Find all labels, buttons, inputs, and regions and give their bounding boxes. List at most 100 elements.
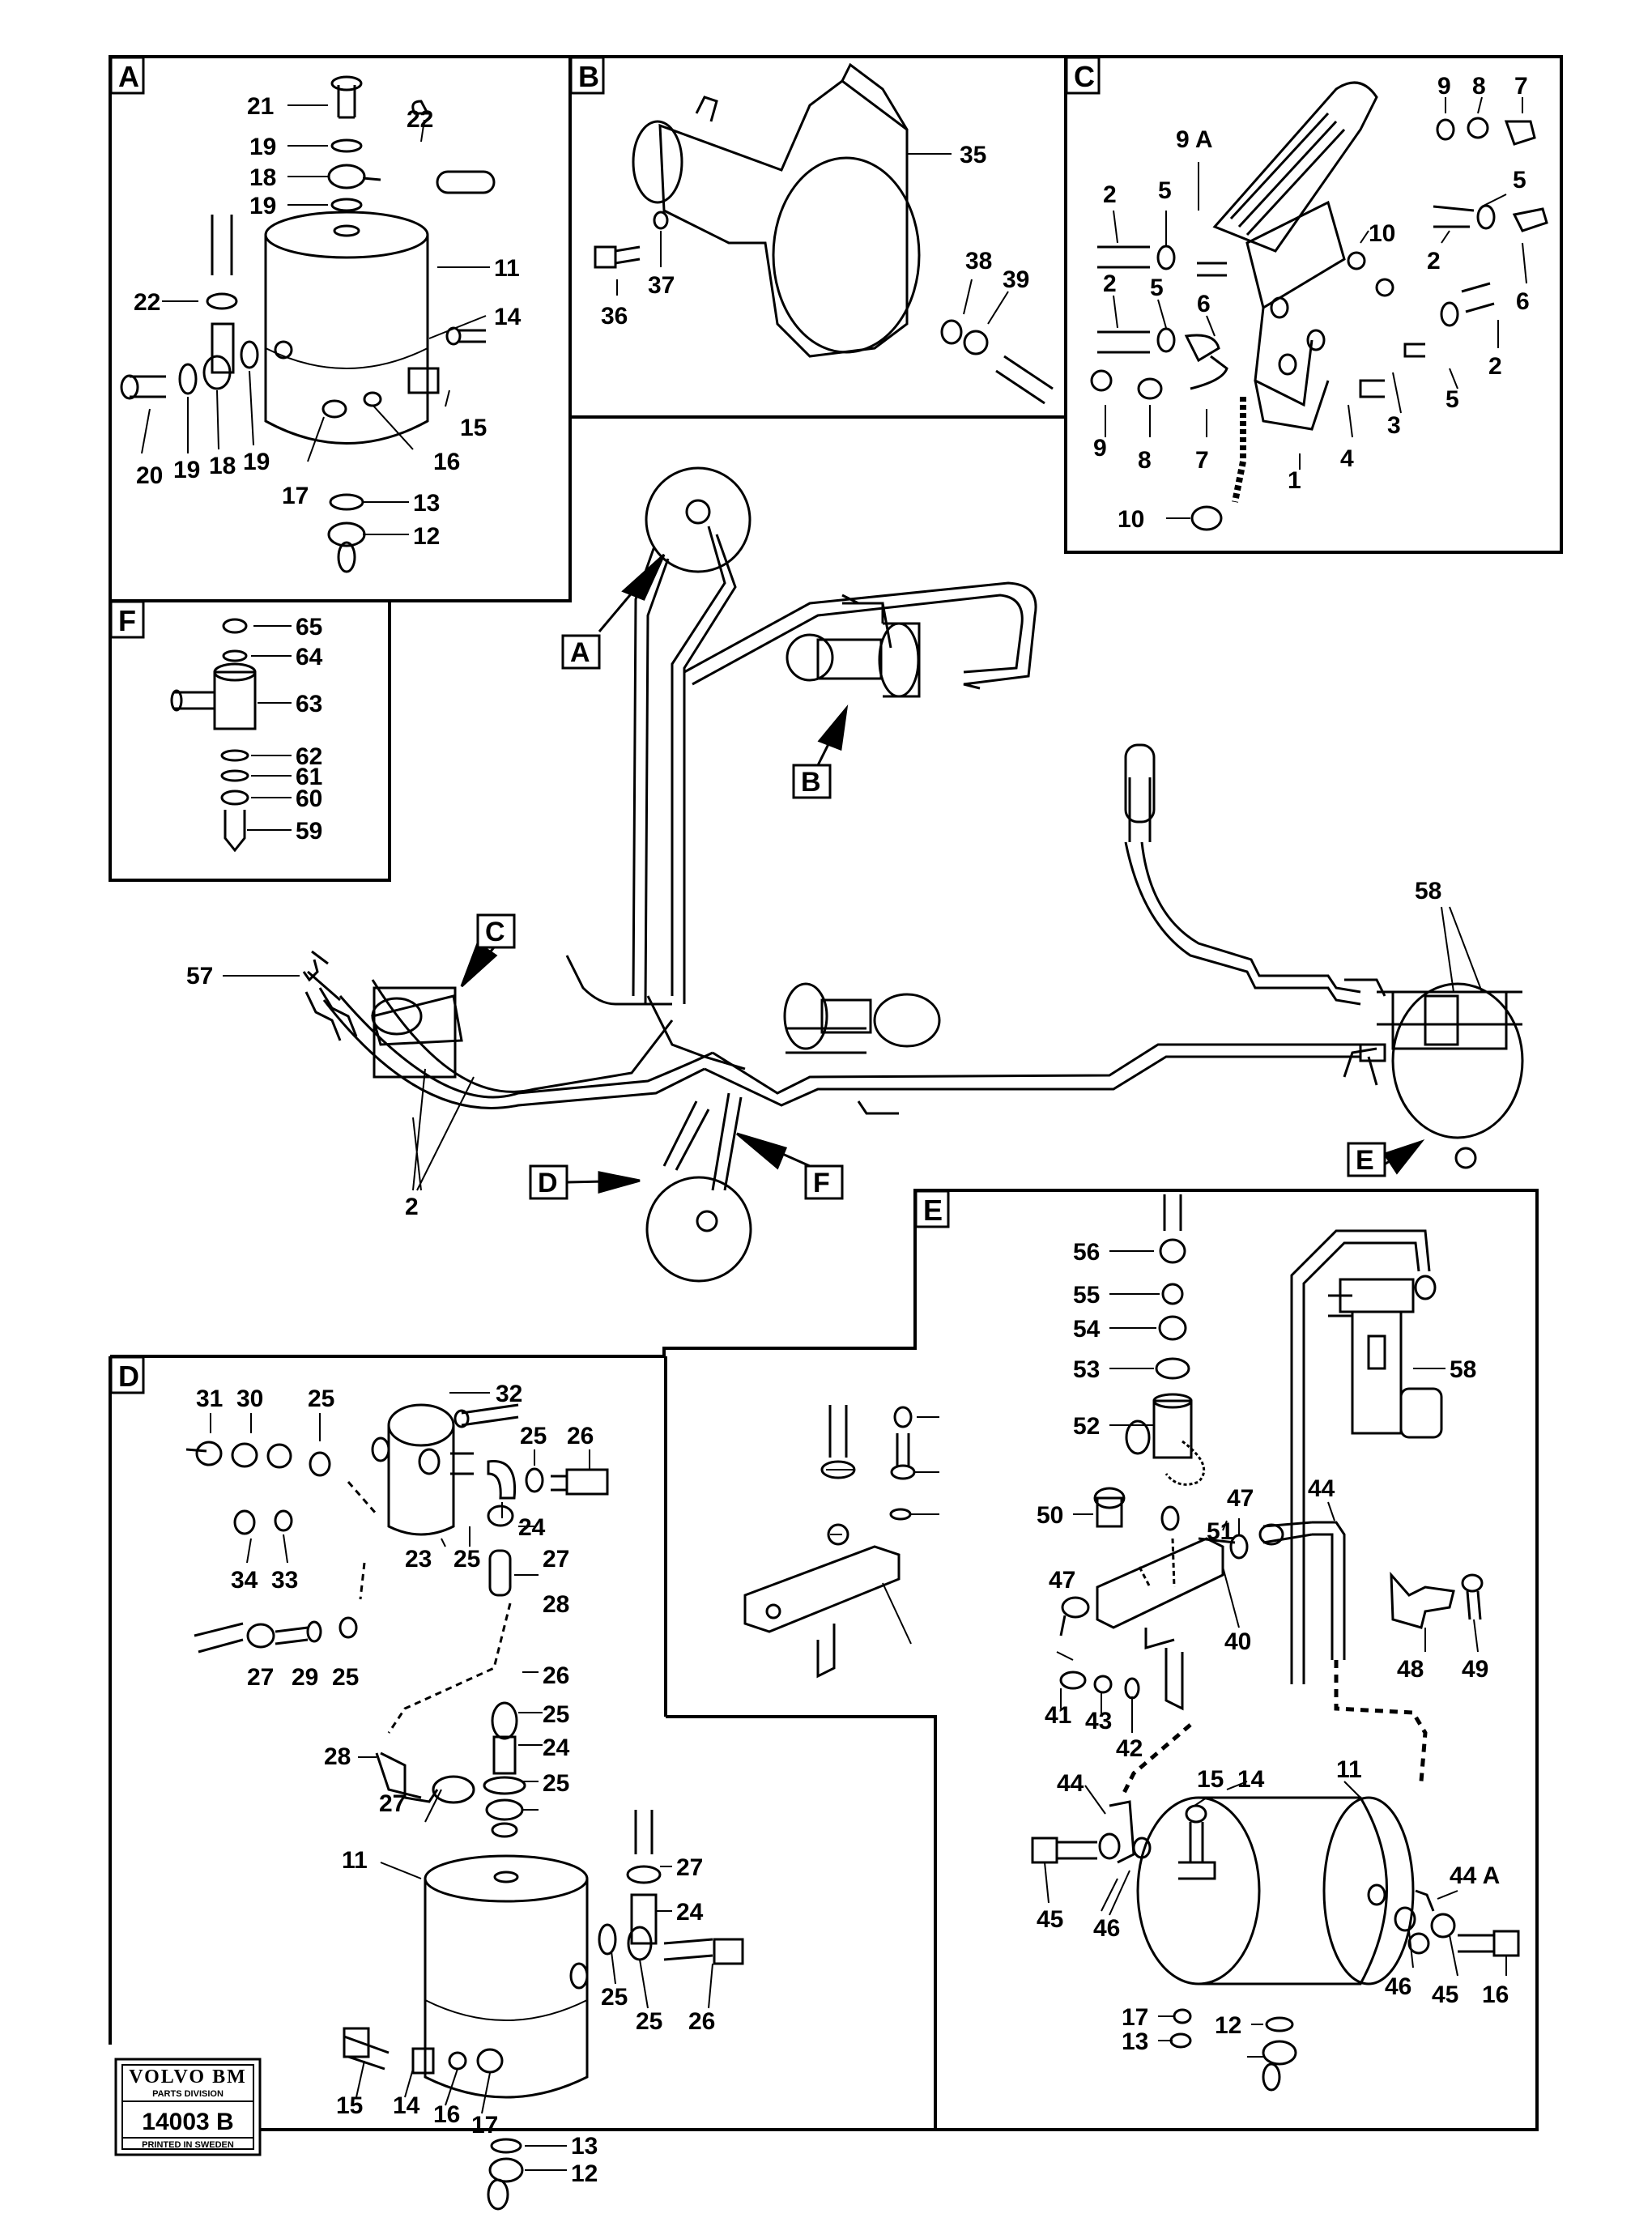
callout-e-43: 43 bbox=[1085, 1708, 1112, 1734]
panel-a-letter: A bbox=[118, 60, 139, 93]
callout-a-15: 15 bbox=[460, 415, 487, 441]
callout-d-29: 29 bbox=[292, 1664, 318, 1691]
callout-c-6a: 6 bbox=[1516, 288, 1530, 315]
panel-c: C bbox=[1064, 55, 1563, 554]
callout-a-12: 12 bbox=[413, 523, 440, 550]
overview-tank-top bbox=[645, 466, 751, 573]
callout-e-50: 50 bbox=[1037, 1502, 1063, 1529]
callout-e-53: 53 bbox=[1073, 1356, 1100, 1383]
callout-e-15: 15 bbox=[1197, 1766, 1224, 1793]
callout-e-16: 17 bbox=[1122, 2004, 1148, 2031]
callout-d-28b: 28 bbox=[324, 1743, 351, 1770]
callout-e-46b: 46 bbox=[1385, 1973, 1411, 2000]
callout-e-46a: 46 bbox=[1093, 1915, 1120, 1942]
panel-f: F bbox=[109, 599, 391, 882]
callout-c-1: 1 bbox=[1288, 467, 1301, 494]
callout-d-16: 16 bbox=[433, 2101, 460, 2128]
callout-c-4: 4 bbox=[1340, 445, 1354, 472]
callout-d-15: 15 bbox=[336, 2092, 363, 2119]
overview-callout-2: 2 bbox=[405, 1194, 419, 1220]
callout-c-5d: 5 bbox=[1150, 275, 1164, 301]
callout-f-61: 61 bbox=[296, 764, 322, 790]
callout-a-21: 21 bbox=[247, 93, 274, 120]
panel-e-letter: E bbox=[923, 1194, 943, 1227]
callout-e-58: 58 bbox=[1450, 1356, 1476, 1383]
overview-intake-pipe bbox=[1124, 743, 1156, 824]
callout-c-9a: 9 bbox=[1437, 73, 1451, 100]
nut-37 bbox=[653, 211, 669, 230]
callout-e-48: 48 bbox=[1397, 1656, 1424, 1683]
callout-e-40: 40 bbox=[1224, 1628, 1251, 1655]
overview-callout-57: 57 bbox=[186, 963, 213, 990]
overview-pipes bbox=[307, 526, 1361, 1191]
callout-d-32: 32 bbox=[496, 1381, 522, 1407]
stamp-printed: PRINTED IN SWEDEN bbox=[142, 2140, 234, 2150]
dashed-link-c bbox=[1232, 397, 1246, 503]
callout-f-60: 60 bbox=[296, 785, 322, 812]
callout-e-17: 13 bbox=[1122, 2028, 1148, 2055]
callout-a-22a: 22 bbox=[407, 106, 433, 133]
callout-a-22b: 22 bbox=[134, 289, 160, 316]
panel-d-letter: D bbox=[118, 1360, 139, 1393]
side-fittings-a bbox=[120, 215, 486, 573]
callout-e-14: 14 bbox=[1237, 1766, 1265, 1793]
pointer-e: E bbox=[1347, 1139, 1425, 1177]
callout-e-49: 49 bbox=[1462, 1656, 1488, 1683]
overview-diagram: A B C D E F bbox=[186, 466, 1524, 1283]
callout-d-11: 11 bbox=[342, 1847, 368, 1874]
dashed-e-2 bbox=[1119, 1660, 1428, 1799]
callout-a-18b: 18 bbox=[209, 453, 236, 479]
dashed-e-1 bbox=[1138, 1538, 1176, 1588]
callout-d-25f: 25 bbox=[543, 1770, 569, 1797]
bolt-21-stack bbox=[327, 75, 496, 212]
valve-52-stack bbox=[1059, 1194, 1313, 1711]
dashed-links-d bbox=[347, 1481, 512, 1734]
callout-d-27b: 27 bbox=[247, 1664, 274, 1691]
svg-text:F: F bbox=[813, 1168, 830, 1198]
panel-b-letter: B bbox=[578, 60, 599, 93]
callout-e-54: 54 bbox=[1073, 1316, 1101, 1343]
callout-d-25b: 25 bbox=[520, 1423, 547, 1449]
compressor-58 bbox=[1328, 1275, 1443, 1439]
callout-c-7b: 7 bbox=[1195, 447, 1209, 474]
callout-c-2c: 2 bbox=[1488, 353, 1502, 380]
callout-d-12: 12 bbox=[571, 2160, 598, 2187]
callout-e-47b: 47 bbox=[1049, 1567, 1075, 1594]
stamp-division: PARTS DIVISION bbox=[152, 2089, 224, 2099]
callout-c-3: 3 bbox=[1387, 412, 1401, 439]
callout-b-38: 38 bbox=[965, 248, 992, 275]
callout-d-27c: 27 bbox=[379, 1790, 406, 1817]
bolt-36 bbox=[594, 245, 641, 269]
callout-c-10a: 10 bbox=[1369, 220, 1395, 247]
callout-c-9b: 9 bbox=[1093, 435, 1107, 462]
panel-d: D bbox=[109, 1189, 1539, 2211]
overview-callout-58: 58 bbox=[1415, 878, 1441, 904]
callout-a-17: 17 bbox=[282, 483, 309, 509]
callout-c-5a: 5 bbox=[1158, 177, 1172, 204]
callout-d-13: 13 bbox=[571, 2133, 598, 2160]
callout-e-55: 55 bbox=[1073, 1282, 1100, 1309]
callout-e-47a: 47 bbox=[1227, 1485, 1254, 1512]
brake-valve-pedal-c bbox=[1212, 81, 1378, 431]
callout-f-63: 63 bbox=[296, 691, 322, 717]
svg-text:A: A bbox=[570, 637, 590, 668]
callout-f-65: 65 bbox=[296, 614, 322, 641]
callout-d-26a: 26 bbox=[567, 1423, 594, 1449]
panel-f-letter: F bbox=[118, 604, 136, 637]
callout-d-17: 17 bbox=[471, 2112, 498, 2139]
callout-c-7a: 7 bbox=[1514, 73, 1528, 100]
overview-tank-bottom bbox=[645, 1176, 752, 1283]
part-callouts: 21 19 18 19 22 11 14 15 16 17 13 12 20 1… bbox=[134, 73, 1530, 2187]
callout-c-9A: 9 A bbox=[1176, 126, 1213, 153]
tank-e bbox=[1031, 1796, 1520, 2092]
valve-body-f bbox=[170, 618, 257, 853]
manifold-66 bbox=[743, 1405, 916, 1679]
pointer-f: F bbox=[736, 1132, 844, 1200]
callout-b-39: 39 bbox=[1003, 266, 1029, 293]
callout-a-19c: 19 bbox=[173, 457, 200, 483]
callout-e-51: 51 bbox=[1207, 1518, 1233, 1545]
parts-stamp: VOLVO BM PARTS DIVISION 14003 B PRINTED … bbox=[114, 2058, 262, 2156]
callout-d-25g: 25 bbox=[601, 1984, 628, 2011]
hoses-c bbox=[1097, 204, 1548, 398]
